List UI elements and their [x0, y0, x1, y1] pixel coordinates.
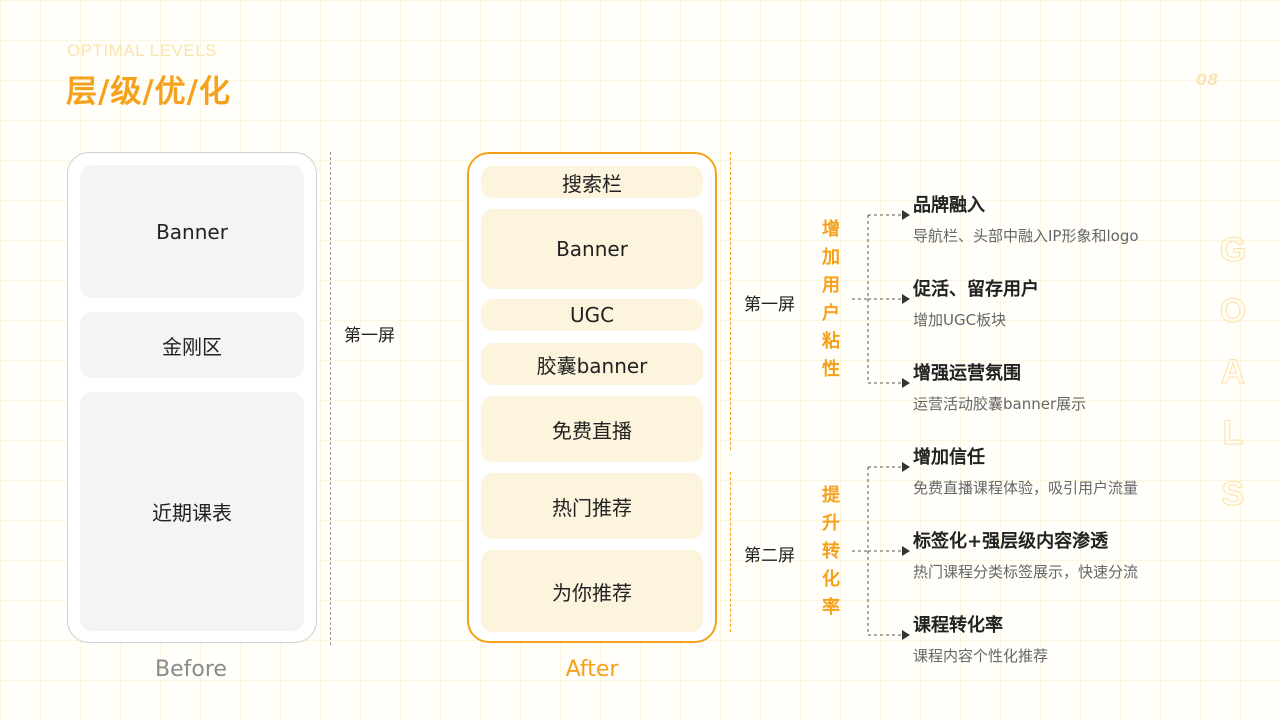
goal-item-trust: 增加信任 免费直播课程体验，吸引用户流量: [913, 443, 1138, 498]
goal-first-screen: 增 加 用 户 粘 性: [819, 216, 843, 384]
arrow-icon: [902, 462, 910, 472]
goals-letter: S: [1221, 475, 1245, 514]
goal-char: 户: [822, 303, 840, 324]
header-subtitle: OPTIMAL LEVELS: [67, 41, 217, 60]
after-block-banner: Banner: [481, 209, 703, 289]
after-block-free-live: 免费直播: [481, 396, 703, 462]
item-title: 品牌融入: [913, 195, 985, 216]
goal-item-conversion: 课程转化率 课程内容个性化推荐: [913, 611, 1048, 666]
goal-char: 化: [822, 569, 840, 590]
before-block-banner: Banner: [80, 165, 304, 298]
item-title: 标签化+强层级内容渗透: [913, 531, 1109, 552]
goal-char: 粘: [822, 331, 840, 352]
after-block-search: 搜索栏: [481, 166, 703, 198]
goal-char: 用: [822, 275, 840, 296]
after-block-recommend: 为你推荐: [481, 550, 703, 632]
goals-letter: L: [1222, 414, 1244, 453]
goal-char: 提: [822, 485, 840, 506]
second-screen-bracket: [730, 472, 731, 632]
first-screen-bracket: [730, 152, 731, 450]
item-desc: 课程内容个性化推荐: [913, 647, 1049, 665]
before-phone-mockup: Banner 金刚区 近期课表: [67, 152, 317, 643]
first-screen-label: 第一屏: [744, 295, 795, 315]
goal-item-atmosphere: 增强运营氛围 运营活动胶囊banner展示: [913, 359, 1086, 414]
before-caption: Before: [155, 657, 227, 682]
before-block-schedule: 近期课表: [80, 392, 304, 631]
item-desc: 热门课程分类标签展示，快速分流: [913, 563, 1139, 581]
goal-char: 转: [822, 541, 840, 562]
goal-char: 增: [822, 219, 840, 240]
goal-char: 升: [822, 513, 840, 534]
item-desc: 运营活动胶囊banner展示: [913, 395, 1087, 413]
goal-char: 率: [822, 597, 840, 618]
arrow-icon: [902, 210, 910, 220]
first-screen-divider: [330, 152, 331, 645]
second-screen-label: 第二屏: [744, 546, 795, 566]
item-desc: 免费直播课程体验，吸引用户流量: [913, 479, 1139, 497]
goal-item-tagging: 标签化+强层级内容渗透 热门课程分类标签展示，快速分流: [913, 527, 1138, 582]
item-title: 促活、留存用户: [913, 279, 1039, 300]
page-number: 08: [1196, 70, 1219, 89]
after-caption: After: [565, 657, 619, 682]
item-title: 增加信任: [913, 447, 985, 468]
page-title: 层/级/优/化: [66, 74, 231, 110]
after-block-capsule-banner: 胶囊banner: [481, 343, 703, 385]
item-title: 增强运营氛围: [913, 363, 1021, 384]
item-desc: 导航栏、头部中融入IP形象和logo: [913, 227, 1139, 245]
item-desc: 增加UGC板块: [913, 311, 1007, 329]
before-block-kingkong: 金刚区: [80, 312, 304, 378]
after-block-hot: 热门推荐: [481, 473, 703, 539]
goals-letter: G: [1219, 231, 1247, 270]
goal-item-retention: 促活、留存用户 增加UGC板块: [913, 275, 1039, 330]
goal-second-screen: 提 升 转 化 率: [819, 482, 843, 622]
goal-char: 性: [822, 359, 840, 380]
arrow-icon: [902, 546, 910, 556]
arrow-icon: [902, 630, 910, 640]
item-title: 课程转化率: [913, 615, 1003, 636]
arrow-icon: [902, 294, 910, 304]
arrow-icon: [902, 378, 910, 388]
goals-watermark: G O A L S: [1218, 220, 1248, 525]
after-phone-mockup: 搜索栏 Banner UGC 胶囊banner 免费直播 热门推荐 为你推荐: [467, 152, 717, 643]
goal-item-brand: 品牌融入 导航栏、头部中融入IP形象和logo: [913, 191, 1139, 246]
left-screen-label: 第一屏: [344, 326, 395, 346]
goals-letter: O: [1219, 292, 1247, 331]
after-block-ugc: UGC: [481, 299, 703, 331]
goals-letter: A: [1220, 353, 1246, 392]
goal-char: 加: [822, 247, 840, 268]
